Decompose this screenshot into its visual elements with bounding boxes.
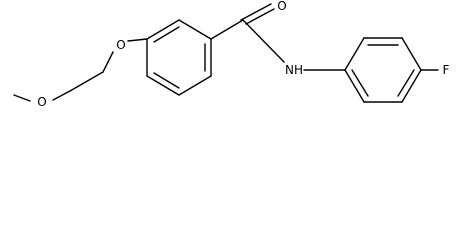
ring2-bond-6 [344, 69, 365, 103]
ring1-bond-5 [146, 75, 180, 96]
ring1-double-3 [153, 72, 180, 89]
atom-label: NH [285, 63, 303, 77]
atom-label: F [443, 63, 450, 77]
bond-ring-carbonyl [210, 19, 244, 40]
ring1-double-1 [153, 26, 180, 43]
bond-aryl-o-ring [127, 38, 148, 42]
ring2-bond-1 [344, 37, 365, 71]
structure-diagram: O O O NH F [13, 0, 450, 109]
atom-label: O [37, 95, 46, 109]
ring1-bond-2 [178, 19, 212, 40]
ring2-bond-3 [401, 37, 422, 71]
bond-ch2-ch2 [69, 71, 104, 92]
bond-carbonyl-n [242, 19, 285, 63]
bond-carbonyl-double-b [245, 8, 275, 25]
atom-ether-oxygen-aryl: O [116, 38, 125, 52]
bond-ch2-aryl-o [102, 51, 114, 73]
ring1-bond-1 [146, 19, 180, 40]
ring2-double-3 [351, 69, 369, 97]
ring2-double-2 [397, 69, 415, 97]
atom-fluorine: F [443, 63, 450, 77]
atom-ether-oxygen-methoxy: O [37, 95, 46, 109]
ring1-bond-4 [178, 75, 212, 96]
ring2-bond-4 [401, 69, 422, 103]
atom-carbonyl-oxygen: O [277, 0, 286, 13]
bond-methyl-methoxy-o [13, 94, 31, 102]
atom-label: O [277, 0, 286, 13]
bond-methoxy-o-ch2 [52, 90, 71, 101]
atom-label: O [116, 38, 125, 52]
bond-carbonyl-double-a [240, 3, 272, 21]
atom-amide-nitrogen: NH [285, 63, 303, 77]
